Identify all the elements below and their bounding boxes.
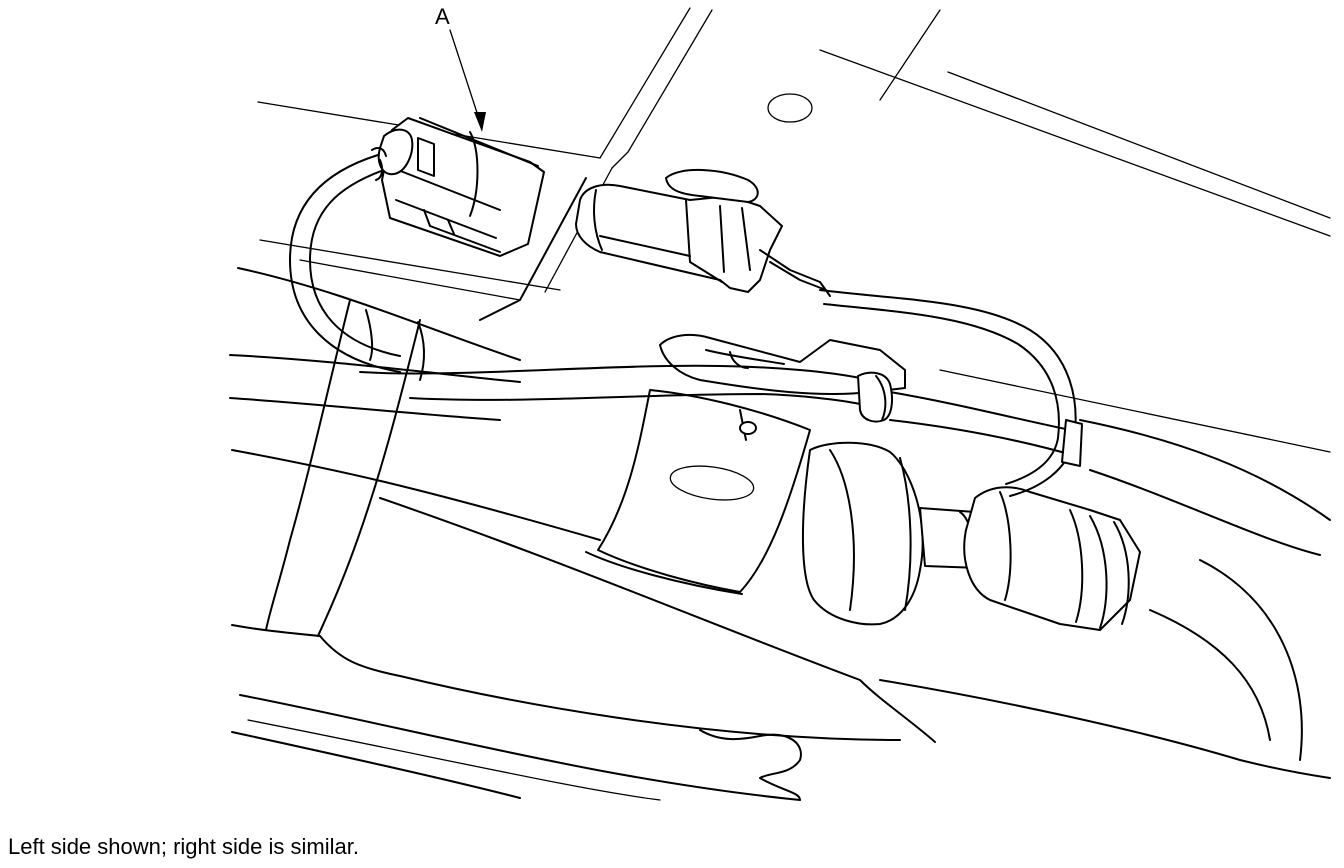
callout-a: A <box>435 4 486 132</box>
fuel-outlet-fittings <box>803 443 1140 630</box>
callout-arrowhead <box>474 112 486 132</box>
body-panel <box>258 8 1330 452</box>
harness-connector <box>576 170 830 296</box>
wire-harness <box>360 366 1080 456</box>
callout-label: A <box>435 4 450 29</box>
callout-leader-line <box>450 30 482 128</box>
connector-a <box>372 118 544 256</box>
body-hole <box>768 94 812 122</box>
frame-rail <box>230 268 1330 800</box>
diagram-caption: Left side shown; right side is similar. <box>8 834 359 859</box>
mounting-strap <box>266 300 424 636</box>
pump-wire-loop <box>290 155 1082 496</box>
fuel-pump-body <box>586 335 905 594</box>
